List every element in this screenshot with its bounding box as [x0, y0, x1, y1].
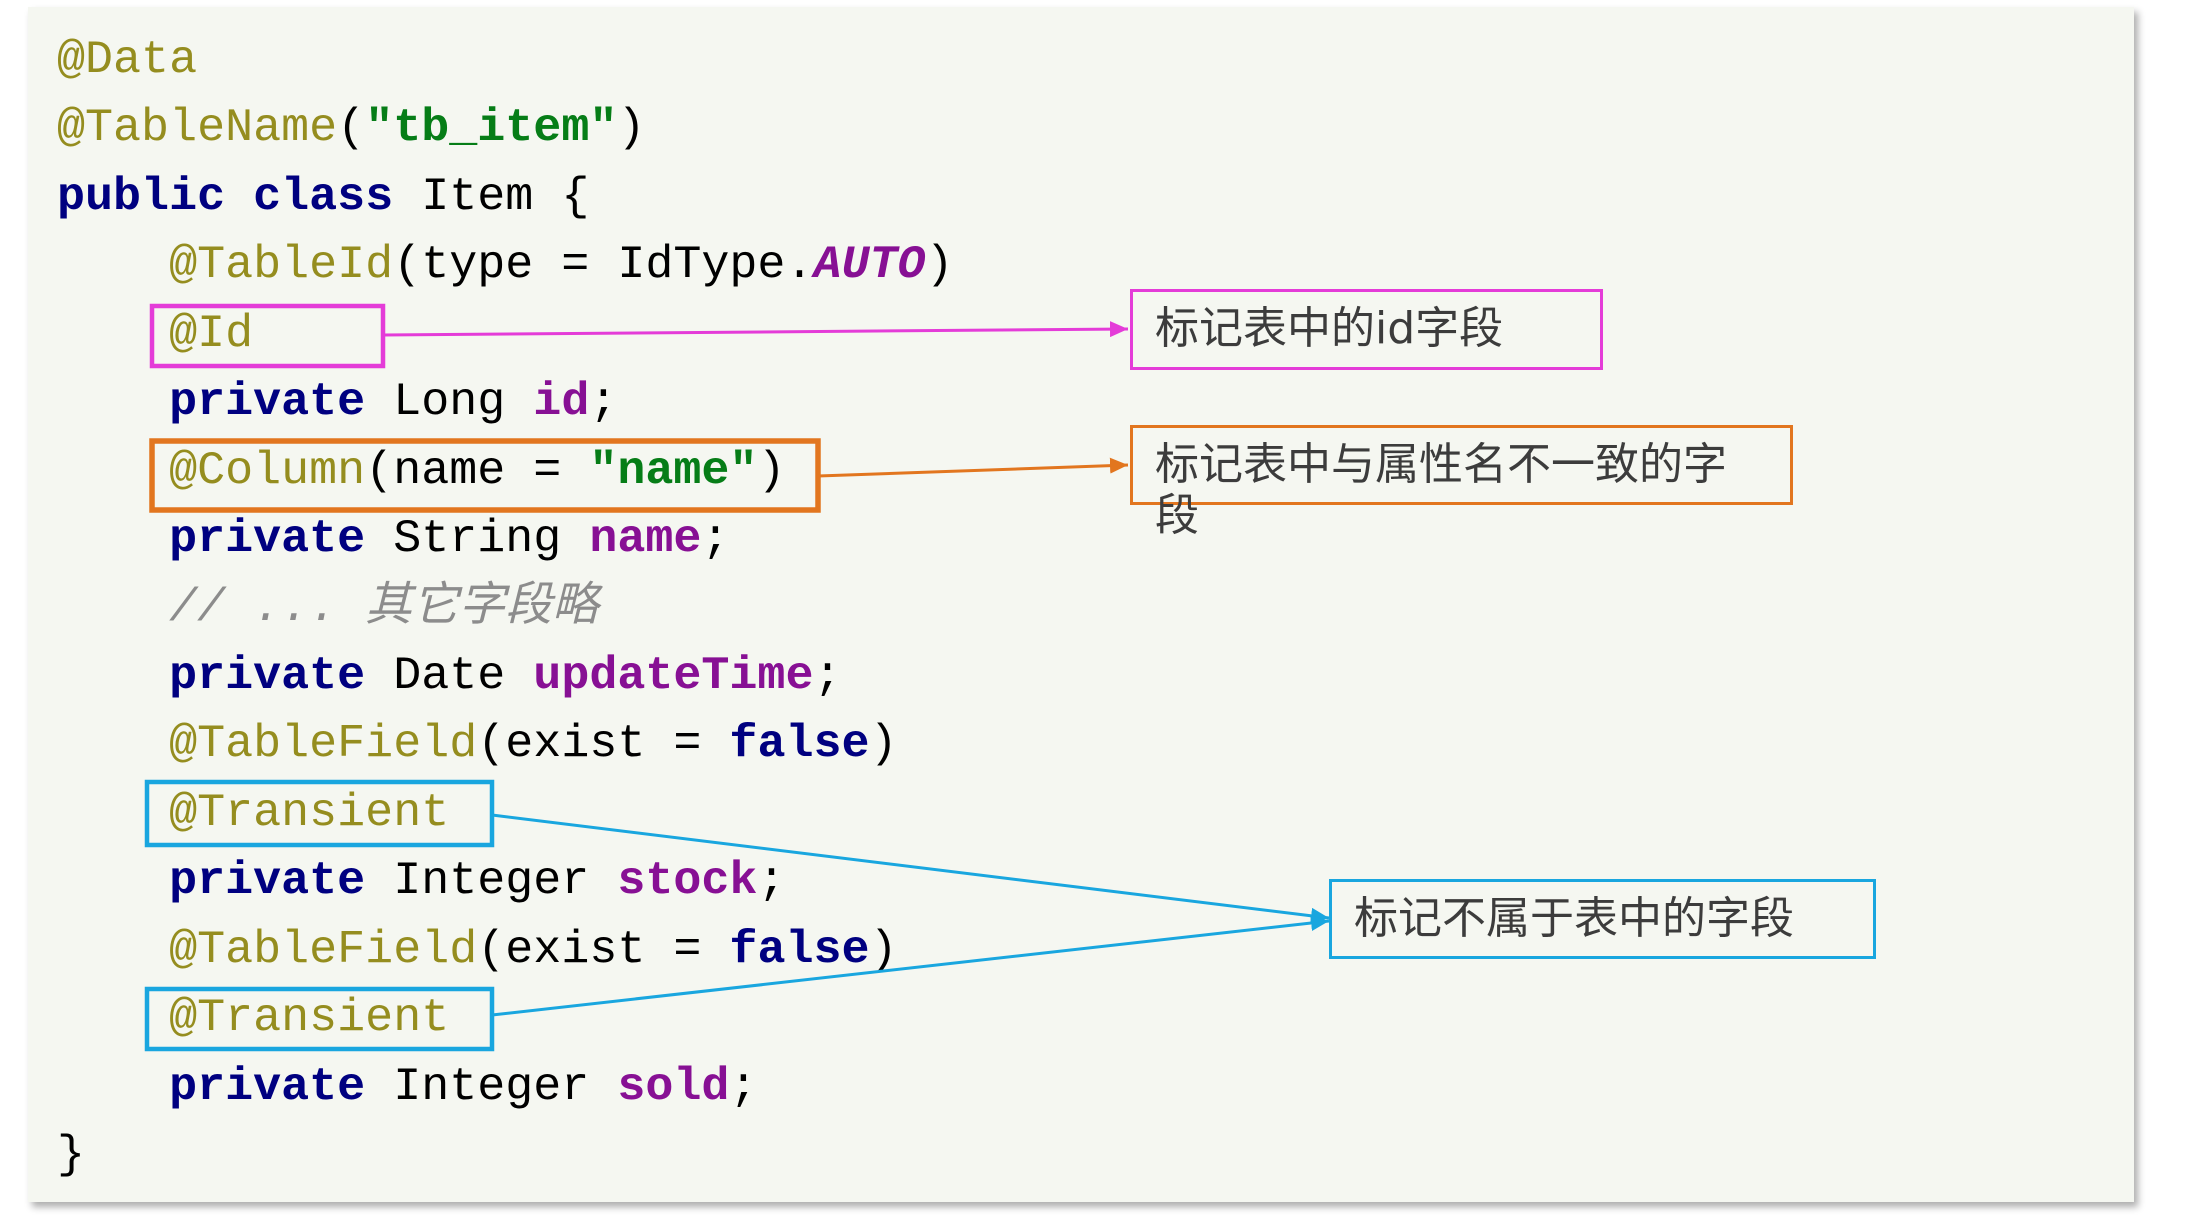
- open-paren: (: [337, 102, 366, 156]
- field-name-stock: stock: [617, 855, 758, 909]
- code-line: @Id: [57, 301, 954, 369]
- table-name-string: "tb_item": [365, 102, 618, 156]
- field-type: Integer: [365, 855, 618, 909]
- transient-callout-text: 标记不属于表中的字段: [1354, 893, 1794, 944]
- idtype-auto-constant: AUTO: [813, 239, 926, 293]
- false-keyword: false: [729, 923, 870, 977]
- column-callout-box: 标记表中与属性名不一致的字段: [1130, 425, 1793, 541]
- code-line: private Integer sold;: [57, 1054, 954, 1122]
- code-line: @TableId(type = IdType.AUTO): [57, 232, 954, 300]
- semicolon: ;: [757, 855, 786, 909]
- tablefield-annotation: @TableField: [169, 718, 478, 772]
- field-type: Long: [365, 376, 534, 430]
- semicolon: ;: [813, 649, 842, 703]
- private-keyword: private: [169, 376, 366, 430]
- close-paren: ): [757, 444, 786, 498]
- tablefield-args: (exist =: [477, 718, 730, 772]
- code-line: }: [57, 1122, 954, 1190]
- false-keyword: false: [729, 718, 870, 772]
- column-callout-text: 标记表中与属性名不一致的字段: [1155, 439, 1727, 541]
- field-name-id: id: [533, 376, 590, 430]
- code-line: private Date updateTime;: [57, 643, 954, 711]
- code-line: public class Item {: [57, 164, 954, 232]
- private-keyword: private: [169, 649, 366, 703]
- tablefield-args: (exist =: [477, 923, 730, 977]
- close-paren: ): [869, 718, 898, 772]
- transient-callout-arrow-stock: [491, 813, 1330, 924]
- transient-annotation-highlight-stock: [144, 779, 495, 848]
- column-name-string: "name": [589, 444, 758, 498]
- code-line: @Column(name = "name"): [57, 438, 954, 506]
- code-line: private Long id;: [57, 369, 954, 437]
- id-callout-arrow: [382, 321, 1129, 338]
- private-keyword: private: [169, 513, 366, 567]
- code-line: // ... 其它字段略: [57, 575, 954, 643]
- private-keyword: private: [169, 1060, 366, 1114]
- code-slide: @Data @TableName("tb_item") public class…: [28, 7, 2134, 1202]
- id-callout-text: 标记表中的id字段: [1155, 303, 1504, 354]
- field-type: Integer: [365, 1060, 618, 1114]
- id-annotation-highlight: [149, 303, 386, 369]
- code-line: @TableField(exist = false): [57, 711, 954, 779]
- field-name-name: name: [589, 513, 702, 567]
- column-annotation: @Column: [169, 444, 366, 498]
- close-paren: ): [617, 102, 646, 156]
- code-line: @TableField(exist = false): [57, 917, 954, 985]
- tablefield-annotation: @TableField: [169, 923, 478, 977]
- field-name-updatetime: updateTime: [533, 649, 814, 703]
- column-annotation-highlight: [149, 438, 821, 513]
- class-keywords: public class: [57, 170, 394, 224]
- transient-annotation: @Transient: [169, 786, 450, 840]
- transient-annotation-highlight-sold: [144, 986, 495, 1052]
- close-paren: ): [925, 239, 954, 293]
- semicolon: ;: [729, 1060, 758, 1114]
- semicolon: ;: [701, 513, 730, 567]
- tablename-annotation: @TableName: [57, 102, 338, 156]
- code-comment: // ... 其它字段略: [169, 581, 599, 635]
- field-name-sold: sold: [617, 1060, 730, 1114]
- code-line: @Transient: [57, 780, 954, 848]
- field-type: String: [365, 513, 590, 567]
- data-annotation: @Data: [57, 34, 198, 87]
- code-block: @Data @TableName("tb_item") public class…: [57, 27, 954, 1190]
- tableid-args: (type = IdType.: [393, 239, 814, 293]
- transient-annotation: @Transient: [169, 992, 450, 1046]
- field-type: Date: [365, 649, 534, 703]
- code-line: @Transient: [57, 985, 954, 1053]
- close-paren: ): [869, 923, 898, 977]
- column-args: (name =: [365, 444, 590, 498]
- code-line: @TableName("tb_item"): [57, 95, 954, 163]
- code-line: private Integer stock;: [57, 848, 954, 916]
- transient-callout-box: 标记不属于表中的字段: [1329, 879, 1876, 959]
- closing-brace: }: [57, 1129, 86, 1182]
- class-name: Item {: [393, 170, 590, 224]
- private-keyword: private: [169, 855, 366, 909]
- code-line: @Data: [57, 27, 954, 95]
- id-callout-box: 标记表中的id字段: [1130, 289, 1603, 370]
- column-callout-arrow: [817, 457, 1129, 478]
- semicolon: ;: [589, 376, 618, 430]
- tableid-annotation: @TableId: [169, 239, 394, 293]
- code-line: private String name;: [57, 506, 954, 574]
- id-annotation: @Id: [169, 307, 254, 361]
- transient-callout-arrow-sold: [491, 915, 1330, 1017]
